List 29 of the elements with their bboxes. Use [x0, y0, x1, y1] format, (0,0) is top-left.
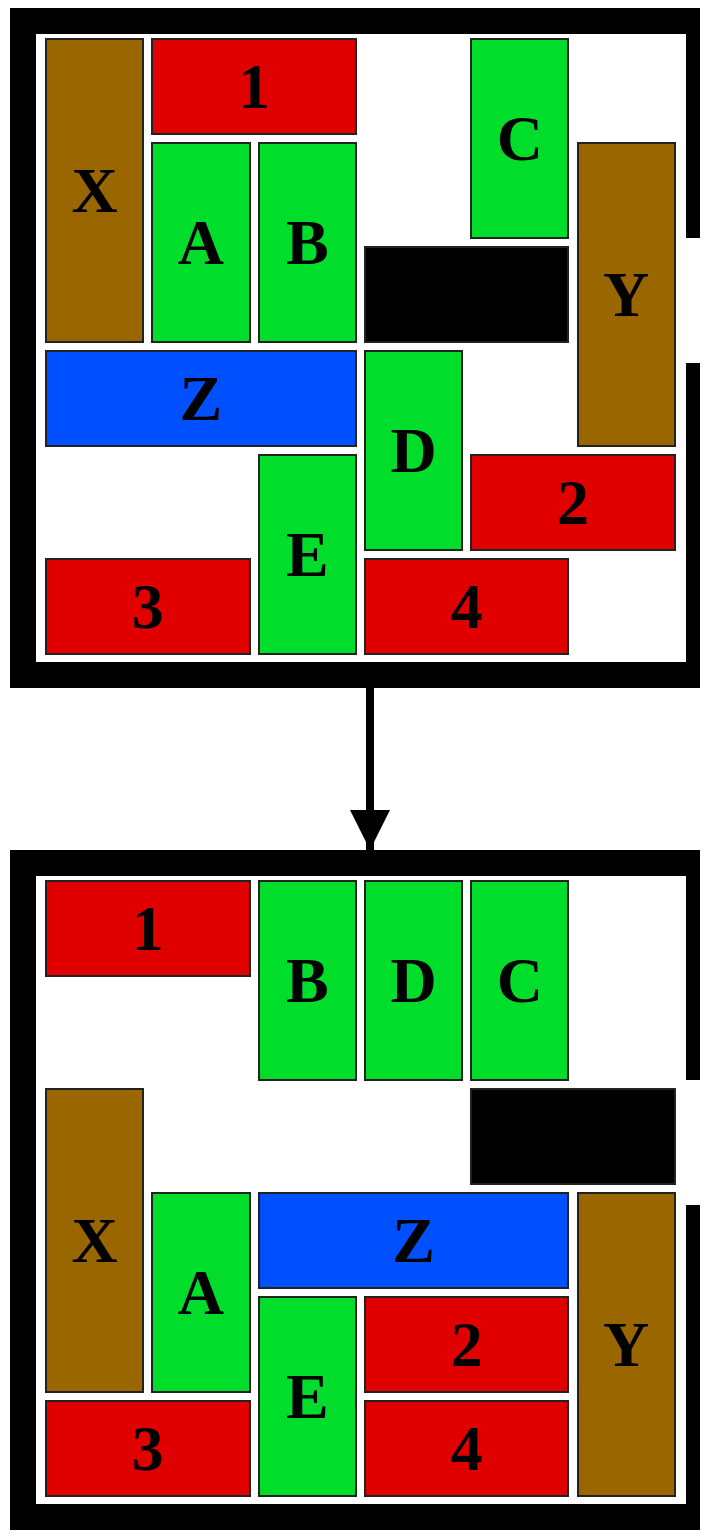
sliding-block: C — [470, 880, 570, 1081]
sliding-block: 1 — [45, 880, 251, 977]
sliding-block: 2 — [363, 1296, 570, 1393]
blocker-block — [470, 1088, 676, 1185]
sliding-block: 4 — [363, 558, 570, 655]
sliding-block: D — [363, 880, 464, 1081]
sliding-block: Y — [576, 142, 676, 447]
puzzle-board — [10, 850, 700, 1530]
sliding-block: A — [151, 142, 251, 343]
puzzle-board — [10, 8, 700, 688]
sliding-block: 4 — [363, 1400, 570, 1497]
sliding-block: Z — [45, 350, 357, 447]
sliding-block: C — [470, 38, 570, 239]
sliding-block: B — [257, 142, 357, 343]
sliding-block: E — [257, 1296, 357, 1497]
sliding-block: D — [363, 350, 464, 551]
sliding-block: X — [45, 1088, 145, 1393]
sliding-block: B — [257, 880, 357, 1081]
sliding-block: 3 — [45, 558, 251, 655]
sliding-block: 3 — [45, 1400, 251, 1497]
sliding-block: E — [257, 454, 357, 655]
sliding-block: 2 — [470, 454, 676, 551]
sliding-block: Z — [257, 1192, 570, 1289]
sliding-block: X — [45, 38, 145, 343]
sliding-block: 1 — [151, 38, 357, 135]
blocker-block — [363, 246, 570, 343]
sliding-block: A — [151, 1192, 251, 1393]
arrow — [350, 688, 390, 850]
sliding-block: Y — [576, 1192, 676, 1497]
